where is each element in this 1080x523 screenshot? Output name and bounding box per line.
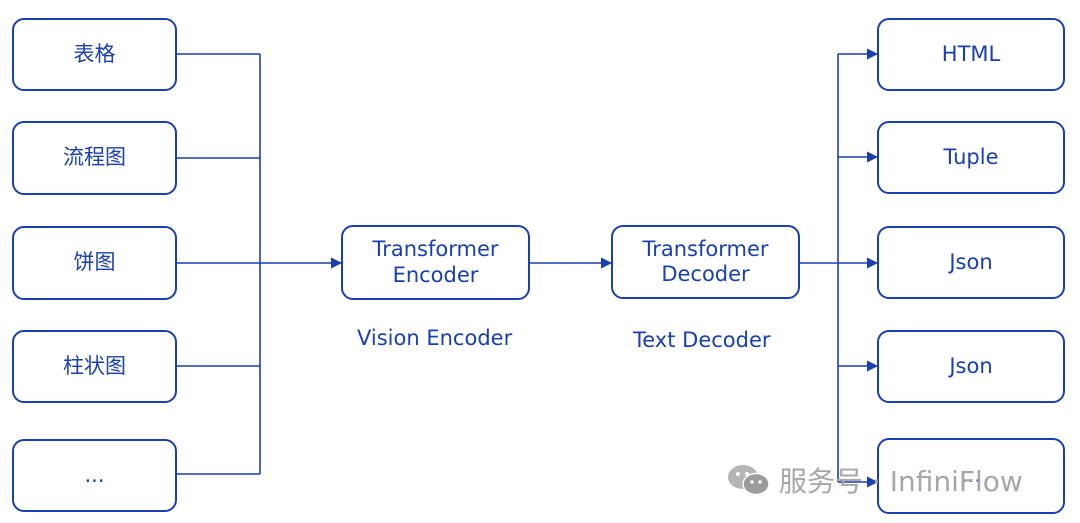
input-label: 柱状图 [63, 353, 126, 378]
decoder-label-line2: Decoder [661, 262, 750, 286]
wechat-logo-icon [728, 465, 770, 496]
output-box-tuple: Tuple [877, 121, 1065, 194]
input-label: 饼图 [73, 250, 116, 275]
output-label: Json [949, 249, 993, 274]
input-label: 表格 [73, 41, 116, 66]
input-box-table: 表格 [12, 18, 177, 91]
input-label: ... [84, 462, 105, 487]
input-label: 流程图 [63, 145, 126, 170]
transformer-encoder-box: Transformer Encoder [341, 225, 530, 300]
output-box-more: ... [877, 438, 1065, 514]
encoder-label-line1: Transformer [372, 237, 499, 262]
transformer-decoder-box: Transformer Decoder [611, 225, 800, 299]
output-label: Json [949, 353, 993, 378]
input-box-bar-chart: 柱状图 [12, 330, 177, 403]
vision-encoder-caption: Vision Encoder [357, 326, 513, 350]
encoder-label-line2: Encoder [392, 262, 479, 287]
output-box-html: HTML [877, 18, 1065, 91]
output-box-json-1: Json [877, 226, 1065, 299]
output-box-json-2: Json [877, 330, 1065, 403]
input-box-flowchart: 流程图 [12, 121, 177, 195]
output-label: Tuple [943, 144, 999, 169]
input-box-pie-chart: 饼图 [12, 226, 177, 300]
output-label: HTML [941, 41, 1001, 66]
input-box-more: ... [12, 439, 177, 512]
watermark-text: 服务号 · InfiniFlow [779, 465, 1023, 498]
output-label: ... [960, 463, 982, 488]
text-decoder-caption: Text Decoder [633, 328, 771, 352]
watermark: 服务号 · InfiniFlow [727, 460, 1023, 500]
decoder-label-line1: Transformer [642, 236, 769, 261]
